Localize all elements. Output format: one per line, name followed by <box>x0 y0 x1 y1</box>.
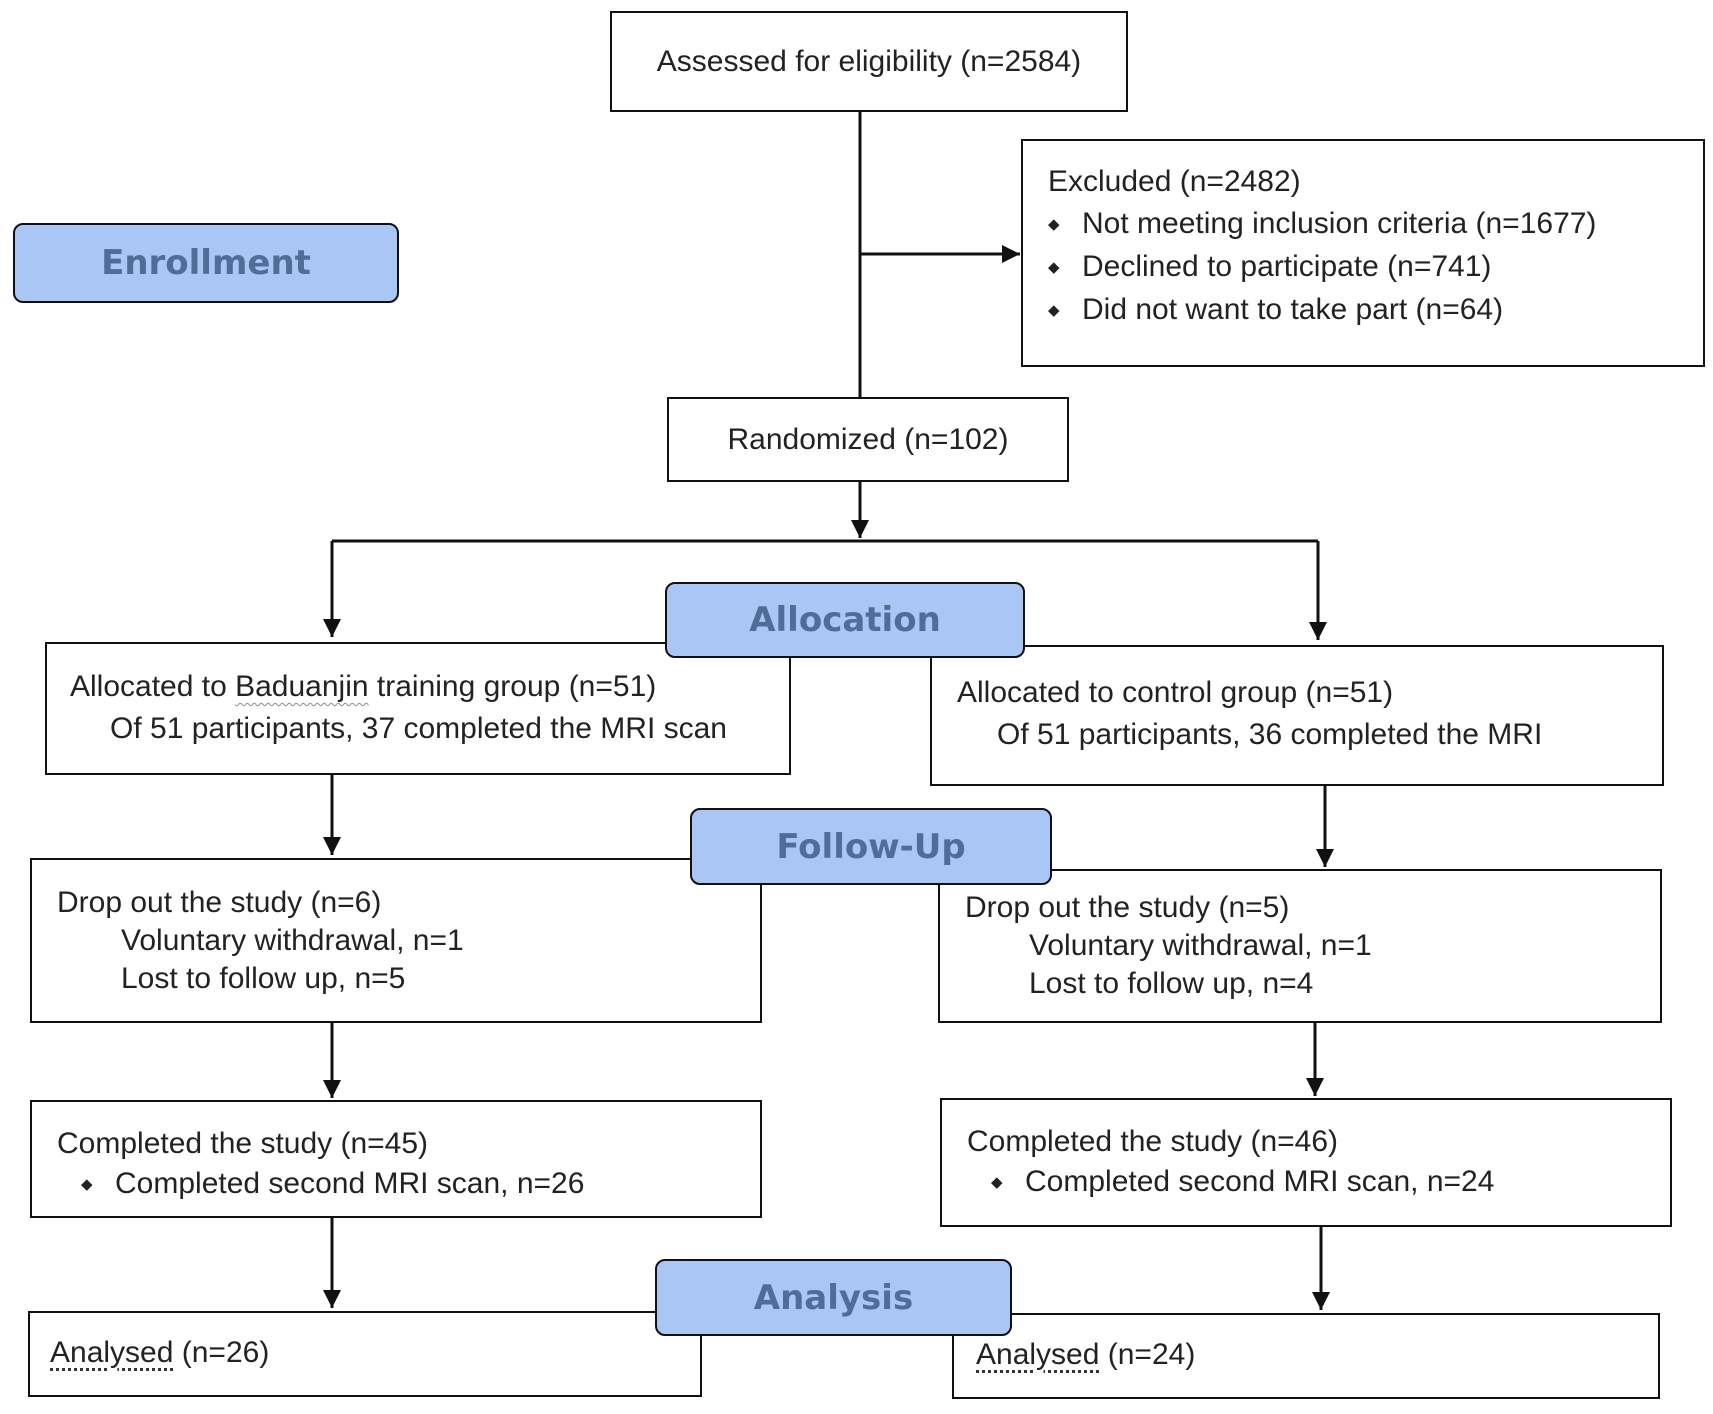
left-dropout-item: Lost to follow up, n=5 <box>121 962 406 995</box>
baduanjin-word: Baduanjin <box>235 670 369 703</box>
stage-label: Allocation <box>749 600 941 640</box>
right-allocated-box: Allocated to control group (n=51) Of 51 … <box>930 645 1664 786</box>
randomized-text: Randomized (n=102) <box>727 422 1009 456</box>
right-dropout-item: Voluntary withdrawal, n=1 <box>1029 929 1372 962</box>
analysed-word: Analysed <box>976 1338 1100 1371</box>
stage-enrollment: Enrollment <box>13 223 399 303</box>
right-completed-box: Completed the study (n=46) Completed sec… <box>940 1098 1672 1227</box>
excluded-item: Declined to participate (n=741) <box>1048 246 1703 289</box>
left-dropout-item: Voluntary withdrawal, n=1 <box>121 924 464 957</box>
right-dropout-title: Drop out the study (n=5) <box>965 891 1290 924</box>
right-analysed-text: Analysed (n=24) <box>976 1338 1196 1371</box>
excluded-item: Not meeting inclusion criteria (n=1677) <box>1048 203 1703 246</box>
right-completed-title: Completed the study (n=46) <box>967 1125 1339 1158</box>
excluded-box: Excluded (n=2482) Not meeting inclusion … <box>1021 139 1705 367</box>
stage-label: Enrollment <box>101 243 311 283</box>
stage-allocation: Allocation <box>665 582 1025 658</box>
stage-analysis: Analysis <box>655 1259 1012 1336</box>
assessed-box: Assessed for eligibility (n=2584) <box>610 11 1128 112</box>
stage-label: Follow-Up <box>776 826 966 867</box>
left-allocated-title: Allocated to Baduanjin training group (n… <box>70 670 657 703</box>
right-dropout-item: Lost to follow up, n=4 <box>1029 967 1314 1000</box>
right-dropout-box: Drop out the study (n=5) Voluntary withd… <box>938 869 1662 1023</box>
left-completed-item: Completed second MRI scan, n=26 <box>57 1164 760 1205</box>
right-completed-item: Completed second MRI scan, n=24 <box>967 1162 1670 1203</box>
left-dropout-title: Drop out the study (n=6) <box>57 886 382 919</box>
stage-follow-up: Follow-Up <box>690 808 1052 885</box>
left-analysed-text: Analysed (n=26) <box>50 1336 270 1369</box>
right-analysed-box: Analysed (n=24) <box>952 1313 1660 1399</box>
left-allocated-box: Allocated to Baduanjin training group (n… <box>45 642 791 775</box>
analysed-word: Analysed <box>50 1336 174 1369</box>
randomized-box: Randomized (n=102) <box>667 397 1069 482</box>
excluded-item: Did not want to take part (n=64) <box>1048 289 1703 332</box>
excluded-title: Excluded (n=2482) <box>1048 165 1301 198</box>
left-analysed-box: Analysed (n=26) <box>28 1311 702 1397</box>
assessed-text: Assessed for eligibility (n=2584) <box>656 44 1082 78</box>
left-completed-title: Completed the study (n=45) <box>57 1127 429 1160</box>
left-dropout-box: Drop out the study (n=6) Voluntary withd… <box>30 858 762 1023</box>
right-allocated-title: Allocated to control group (n=51) <box>957 676 1394 709</box>
left-completed-box: Completed the study (n=45) Completed sec… <box>30 1100 762 1218</box>
left-allocated-note: Of 51 participants, 37 completed the MRI… <box>110 712 727 745</box>
stage-label: Analysis <box>753 1277 914 1318</box>
right-allocated-note: Of 51 participants, 36 completed the MRI <box>997 718 1543 751</box>
